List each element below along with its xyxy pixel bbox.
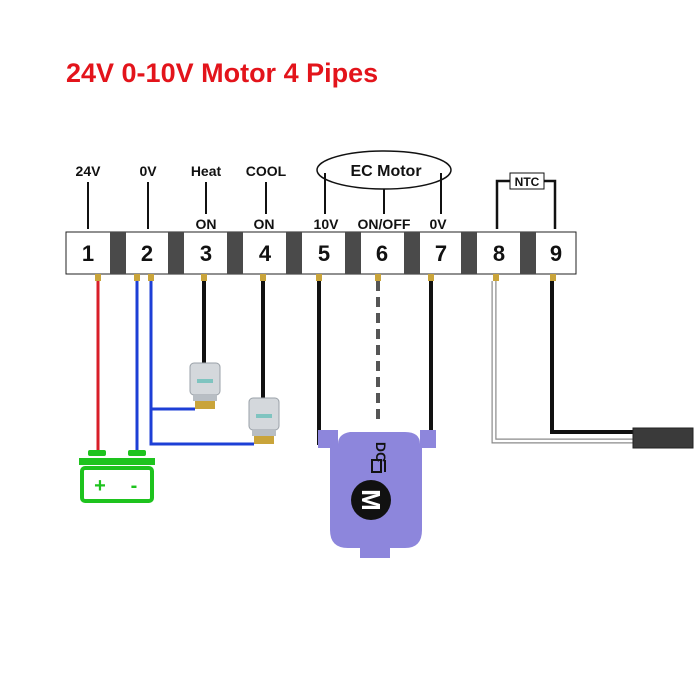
pin xyxy=(148,274,154,281)
pin xyxy=(134,274,140,281)
label-ec-motor: EC Motor xyxy=(350,163,421,180)
label-heat-on: ON xyxy=(196,216,217,232)
pin xyxy=(375,274,381,281)
terminal-8: 8 xyxy=(493,241,505,266)
separator xyxy=(404,232,420,274)
diagram-title: 24V 0-10V Motor 4 Pipes xyxy=(66,58,379,88)
battery-24v: + - xyxy=(79,450,155,503)
label-ntc: NTC xyxy=(515,175,540,189)
battery-terminal-plus xyxy=(88,450,106,456)
terminal-block: 1 2 3 4 5 6 7 8 9 xyxy=(65,231,577,275)
label-on-off: ON/OFF xyxy=(358,216,411,232)
separator xyxy=(520,232,536,274)
label-10v: 10V xyxy=(314,216,340,232)
ntc-bracket-left xyxy=(495,179,511,229)
label-0v: 0V xyxy=(139,163,157,179)
separator xyxy=(461,232,477,274)
cool-valve-actuator xyxy=(248,397,280,444)
label-24v: 24V xyxy=(76,163,102,179)
ntc-sensor-probe xyxy=(632,427,694,449)
terminal-3: 3 xyxy=(200,241,212,266)
actuator-collar xyxy=(252,430,276,436)
label-cool-on: ON xyxy=(254,216,275,232)
wire-blue-heat-valve xyxy=(149,281,195,411)
terminal-9: 9 xyxy=(550,241,562,266)
battery-body xyxy=(80,466,154,503)
terminal-pins xyxy=(95,274,556,281)
separator xyxy=(227,232,243,274)
ntc-box xyxy=(509,172,545,190)
motor-dc-label: DC xyxy=(373,442,389,462)
dc-symbol-icon xyxy=(371,459,386,473)
ntc-bracket-right xyxy=(543,179,557,229)
motor-m-label: M xyxy=(356,489,386,511)
separator xyxy=(110,232,126,274)
dc-symbol-box xyxy=(371,459,382,473)
wire-ntc-black xyxy=(550,281,633,434)
separator xyxy=(286,232,302,274)
actuator-collar xyxy=(193,395,217,401)
battery-minus: - xyxy=(131,475,138,497)
pin xyxy=(493,274,499,281)
separator xyxy=(345,232,361,274)
motor-m-circle xyxy=(351,480,391,520)
terminal-5: 5 xyxy=(318,241,330,266)
terminal-1: 1 xyxy=(82,241,94,266)
pin xyxy=(550,274,556,281)
motor-shaft-housing xyxy=(360,548,390,558)
battery-top-bar xyxy=(79,458,155,465)
battery-plus: + xyxy=(94,475,106,497)
terminal-6: 6 xyxy=(376,241,388,266)
label-cool: COOL xyxy=(246,163,287,179)
pin xyxy=(316,274,322,281)
label-0v-sub: 0V xyxy=(429,216,447,232)
separator xyxy=(168,232,184,274)
wire-ntc-outer xyxy=(491,281,633,444)
pin xyxy=(428,274,434,281)
actuator-window xyxy=(197,379,213,383)
pin xyxy=(201,274,207,281)
terminal-4: 4 xyxy=(259,241,272,266)
wire-ntc-white xyxy=(492,281,633,443)
battery-terminal-minus xyxy=(128,450,146,456)
terminal-2: 2 xyxy=(141,241,153,266)
pin xyxy=(95,274,101,281)
dc-motor: M DC xyxy=(318,430,436,558)
wire-blue-cool-valve xyxy=(149,409,254,446)
actuator-thread xyxy=(254,436,274,444)
heat-valve-actuator xyxy=(189,362,221,409)
actuator-window xyxy=(256,414,272,418)
terminal-7: 7 xyxy=(435,241,447,266)
actuator-thread xyxy=(195,401,215,409)
pin xyxy=(260,274,266,281)
label-heat: Heat xyxy=(191,163,222,179)
